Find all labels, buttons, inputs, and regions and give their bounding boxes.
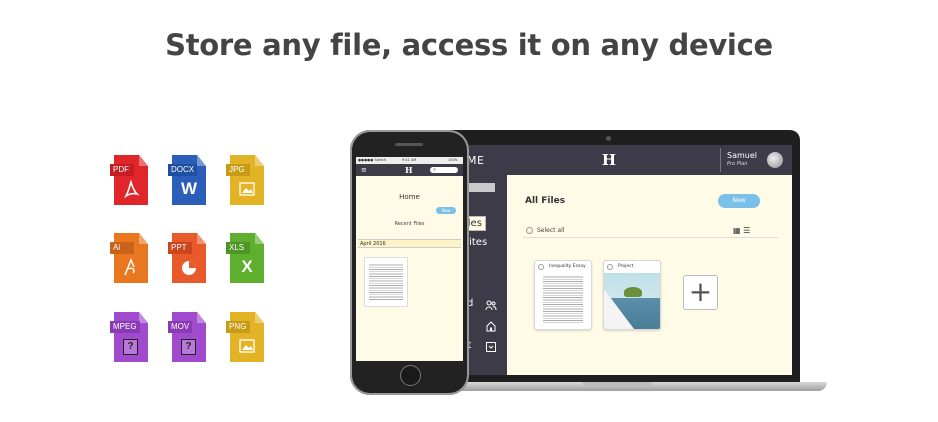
user-plan: Pro Plan [727, 161, 748, 167]
question-icon: ? [181, 339, 196, 355]
ppt-file-icon: PPT [168, 233, 206, 283]
inbox-icon[interactable] [485, 341, 497, 353]
image-icon [236, 336, 258, 356]
new-button[interactable]: New [718, 194, 760, 208]
phone-page-title: Home [399, 193, 420, 201]
phone-speaker [395, 143, 423, 146]
add-file-button[interactable]: + [683, 275, 718, 310]
file-card[interactable]: Project [603, 260, 661, 330]
chart-icon [178, 257, 200, 277]
brand-name: ME [467, 154, 485, 167]
divider [523, 237, 778, 238]
phone-screen: ●●●●● Sketch 9:41 AM 100% ≡ H ⚲ Home New… [356, 157, 463, 361]
file-card-title: Inequality Essay [549, 264, 586, 269]
app-logo-icon[interactable]: H [405, 165, 413, 175]
phone-home-button[interactable] [400, 365, 421, 386]
page-headline: Store any file, access it on any device [165, 28, 773, 62]
select-all-radio[interactable] [526, 227, 533, 234]
menu-icon[interactable]: ≡ [361, 166, 367, 174]
search-field[interactable]: ⚲ [430, 167, 458, 173]
xls-file-icon: XLS X [226, 233, 264, 283]
mov-file-icon: MOV ? [168, 312, 206, 362]
laptop-topbar: ME H Samuel Pro Plan [447, 145, 792, 175]
user-menu[interactable]: Samuel Pro Plan [720, 148, 787, 172]
laptop-screen: ME H Samuel Pro Plan iles rites d nt All… [447, 145, 792, 375]
recent-files-heading: Recent Files [394, 221, 425, 227]
search-icon: ⚲ [433, 167, 436, 172]
excel-icon: X [241, 257, 253, 276]
battery-label: 100% [448, 158, 459, 162]
list-view-icon[interactable]: ☰ [743, 226, 751, 235]
grid-view-icon[interactable]: ▦ [733, 226, 741, 235]
select-all-label: Select all [537, 227, 565, 234]
laptop-base [412, 382, 827, 391]
clock-label: 9:41 AM [402, 158, 417, 162]
sidebar-search-slot[interactable] [468, 183, 495, 192]
question-icon: ? [123, 339, 138, 355]
photo-preview [604, 273, 660, 329]
mpeg-file-icon: MPEG ? [110, 312, 148, 362]
phone-navbar: ≡ H ⚲ [356, 164, 463, 176]
document-preview [543, 275, 583, 323]
pdf-icon [120, 179, 142, 199]
page-title: All Files [525, 196, 566, 206]
word-icon: W [180, 179, 198, 198]
user-name: Samuel [727, 151, 757, 160]
illustrator-icon [120, 257, 142, 277]
pdf-file-icon: PDF [110, 155, 148, 205]
app-logo-icon[interactable]: H [601, 151, 617, 169]
image-icon [236, 179, 258, 199]
file-card-title: Project [618, 264, 634, 269]
sidebar-item-shared[interactable]: d [467, 298, 474, 309]
month-header: April 2016 [358, 239, 461, 248]
carrier-label: ●●●●● Sketch [358, 158, 387, 162]
avatar[interactable] [767, 152, 783, 168]
file-card[interactable]: Inequality Essay [534, 260, 592, 330]
home-icon[interactable] [485, 320, 497, 332]
phone-new-button[interactable]: New [436, 207, 456, 214]
ai-file-icon: Ai [110, 233, 148, 283]
recent-file-thumbnail[interactable] [364, 257, 408, 307]
sidebar-item-favorites[interactable]: rites [465, 237, 488, 248]
phone-status-bar: ●●●●● Sketch 9:41 AM 100% [356, 157, 463, 164]
laptop-camera [606, 136, 611, 141]
view-toggle[interactable]: ▦ ☰ [733, 226, 750, 235]
laptop-notch [582, 382, 652, 386]
jpg-file-icon: JPG [226, 155, 264, 205]
card-select-radio[interactable] [607, 264, 613, 270]
document-preview [369, 263, 403, 301]
select-all-toggle[interactable]: Select all [526, 227, 564, 234]
card-select-radio[interactable] [538, 264, 544, 270]
users-icon[interactable] [485, 299, 497, 311]
png-file-icon: PNG [226, 312, 264, 362]
docx-file-icon: DOCX W [168, 155, 206, 205]
